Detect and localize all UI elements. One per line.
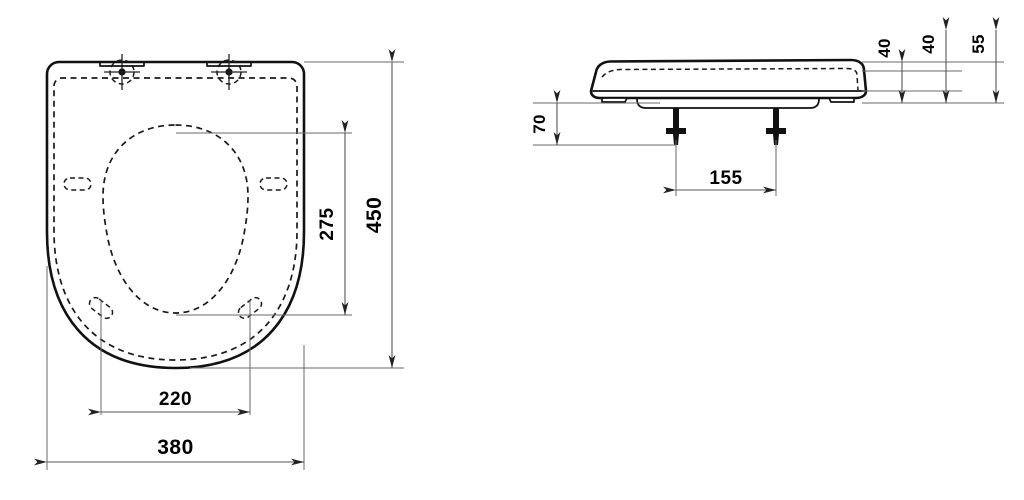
mounting-bolt-right [766, 108, 786, 145]
top-view-group: 450 275 220 380 [34, 49, 404, 470]
seat-profile-hidden [601, 67, 859, 91]
bumper-slot-lower-left [88, 296, 114, 320]
bumper-foot-left [601, 97, 628, 103]
dimension-55-label: 55 [969, 34, 988, 54]
underside-bracket [636, 98, 820, 109]
dimension-220: 220 [88, 300, 251, 416]
side-view-group: 70 155 40 40 55 [530, 17, 1004, 196]
dimension-450: 450 [190, 49, 404, 369]
dimension-275: 275 [176, 120, 352, 316]
dimension-155-label: 155 [709, 168, 742, 189]
hinge-hole-right [211, 54, 247, 90]
bumper-slot-lower-right [237, 296, 263, 320]
dimension-380: 380 [34, 266, 305, 470]
dimension-55: 55 [969, 17, 1000, 103]
dimension-40-seat-label: 40 [919, 34, 938, 54]
dimension-40-cover-label: 40 [875, 38, 894, 58]
bumper-foot-right [828, 97, 855, 103]
seat-inner-contour [53, 77, 298, 361]
dimension-450-label: 450 [363, 197, 386, 234]
hinge-pad-left [99, 61, 145, 67]
seat-outer-contour [45, 60, 306, 370]
dimension-40-cover: 40 [875, 38, 906, 103]
dimension-275-label: 275 [317, 207, 338, 240]
dimension-155: 155 [663, 140, 777, 196]
dimension-380-label: 380 [157, 436, 194, 459]
dimension-70: 70 [530, 90, 676, 146]
bowl-opening [102, 124, 249, 314]
hinge-hole-left [104, 54, 140, 90]
dimension-70-label: 70 [530, 114, 549, 134]
dimension-220-label: 220 [159, 389, 192, 410]
mounting-bolt-left [666, 108, 686, 145]
cover-profile [589, 58, 868, 100]
hinge-pad-right [206, 61, 252, 67]
dimension-40-seat: 40 [919, 17, 950, 103]
